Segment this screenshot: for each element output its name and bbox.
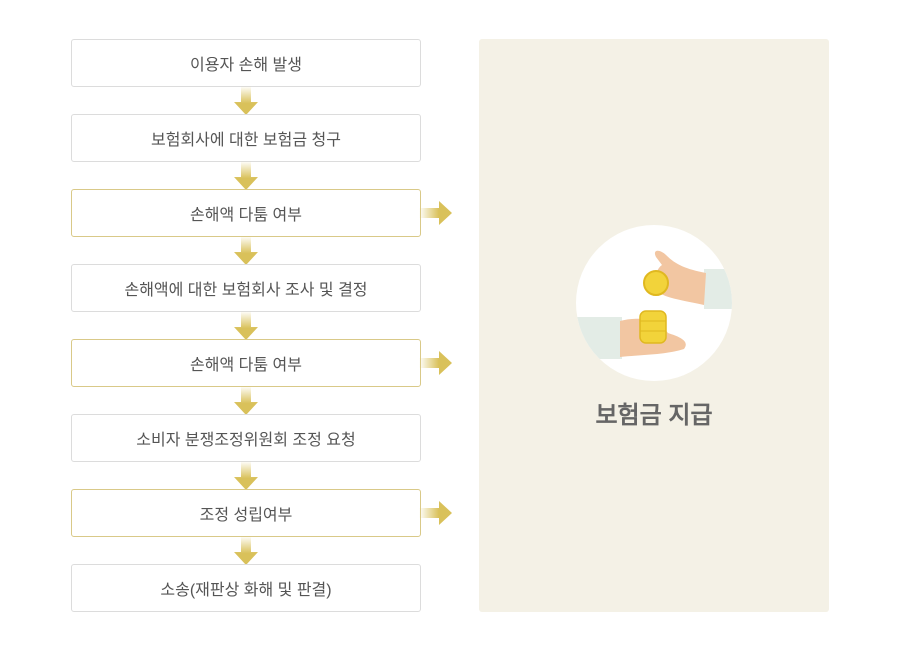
arrow-down-icon bbox=[234, 461, 258, 491]
arrow-down-icon bbox=[234, 536, 258, 566]
flow-step: 조정 성립여부 bbox=[71, 489, 421, 537]
flow-step: 소비자 분쟁조정위원회 조정 요청 bbox=[71, 414, 421, 462]
result-title: 보험금 지급 bbox=[595, 402, 713, 429]
flow-step: 손해액 다툼 여부 bbox=[71, 189, 421, 237]
arrow-down-icon bbox=[234, 236, 258, 266]
arrow-down-icon bbox=[234, 386, 258, 416]
arrow-down-icon bbox=[234, 86, 258, 116]
arrow-down-icon bbox=[234, 161, 258, 191]
arrow-right-icon bbox=[419, 201, 453, 225]
flow-step: 이용자 손해 발생 bbox=[71, 39, 421, 87]
hands-coins-icon bbox=[576, 225, 732, 381]
result-panel: 보험금 지급 bbox=[479, 39, 829, 612]
flow-step: 보험회사에 대한 보험금 청구 bbox=[71, 114, 421, 162]
arrow-right-icon bbox=[419, 501, 453, 525]
flow-step: 소송(재판상 화해 및 판결) bbox=[71, 564, 421, 612]
arrow-right-icon bbox=[419, 351, 453, 375]
flow-step: 손해액 다툼 여부 bbox=[71, 339, 421, 387]
arrow-down-icon bbox=[234, 311, 258, 341]
flow-step: 손해액에 대한 보험회사 조사 및 결정 bbox=[71, 264, 421, 312]
